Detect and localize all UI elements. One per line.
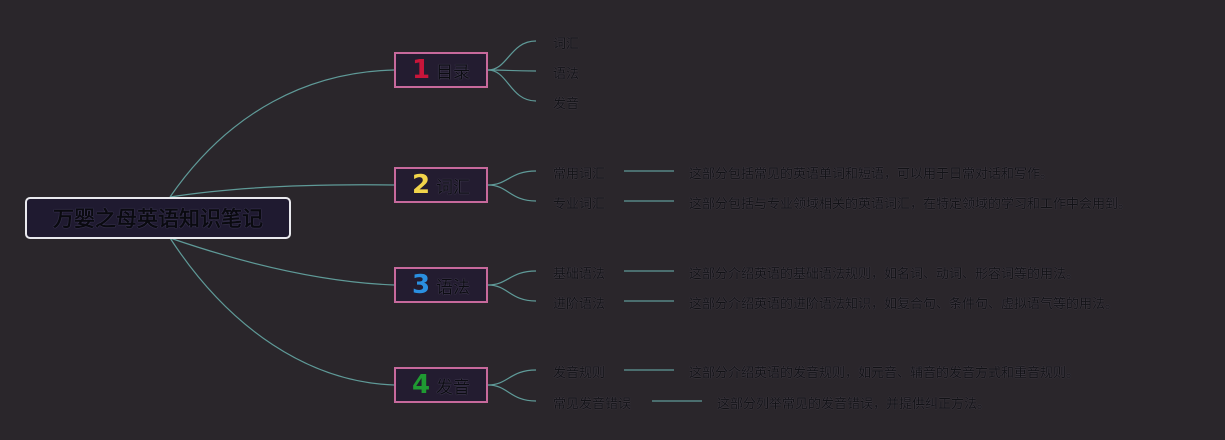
- connector-branch-leaf: [487, 184, 537, 202]
- connector-root-branch: [169, 237, 395, 386]
- leaf-node[interactable]: 基础语法: [553, 267, 606, 282]
- branch-node-pronunciation[interactable]: 4 发音: [394, 367, 488, 403]
- connector-root-branch: [169, 69, 395, 198]
- leaf-description[interactable]: 这部分包括常见的英语单词和短语，可以用于日常对话和写作。: [689, 167, 1054, 182]
- connector-branch-leaf: [487, 369, 537, 386]
- leaf-node[interactable]: 常见发音错误: [553, 397, 632, 412]
- connector-root-branch: [169, 237, 395, 286]
- leaf-description[interactable]: 这部分介绍英语的进阶语法知识，如复合句、条件句、虚拟语气等的用法。: [689, 297, 1119, 312]
- connector-root-branch: [169, 184, 395, 198]
- branch-node-contents[interactable]: 1 目录: [394, 52, 488, 88]
- branch-label: 语法: [436, 277, 471, 298]
- leaf-node[interactable]: 常用词汇: [553, 167, 606, 182]
- leaf-node[interactable]: 专业词汇: [553, 197, 606, 212]
- branch-label: 发音: [436, 377, 471, 398]
- connector-branch-leaf: [487, 384, 537, 402]
- connector-branch-leaf: [487, 69, 537, 72]
- leaf-description[interactable]: 这部分列举常见的发音错误，并提供纠正方法。: [717, 397, 991, 412]
- leaf-description[interactable]: 这部分介绍英语的基础语法规则，如名词、动词、形容词等的用法。: [689, 267, 1080, 282]
- branch-node-vocabulary[interactable]: 2 词汇: [394, 167, 488, 203]
- branch-number: 1: [411, 55, 431, 85]
- connector-branch-leaf: [487, 284, 537, 302]
- root-node[interactable]: 万婴之母英语知识笔记: [25, 197, 291, 239]
- connector-branch-leaf: [487, 69, 537, 102]
- root-title: 万婴之母英语知识笔记: [53, 207, 263, 231]
- leaf-node[interactable]: 发音: [553, 97, 580, 112]
- leaf-node[interactable]: 词汇: [553, 37, 580, 52]
- branch-number: 2: [411, 170, 431, 200]
- branch-node-grammar[interactable]: 3 语法: [394, 267, 488, 303]
- leaf-node[interactable]: 发音规则: [553, 366, 606, 381]
- leaf-description[interactable]: 这部分介绍英语的发音规则，如元音、辅音的发音方式和重音规则。: [689, 366, 1080, 381]
- branch-number: 4: [411, 370, 431, 400]
- branch-label: 目录: [436, 62, 471, 83]
- connector-branch-leaf: [487, 170, 537, 186]
- branch-number: 3: [411, 270, 431, 300]
- leaf-description[interactable]: 这部分包括与专业领域相关的英语词汇，在特定领域的学习和工作中会用到。: [689, 197, 1132, 212]
- connector-branch-leaf: [487, 270, 537, 286]
- connector-branch-leaf: [487, 40, 537, 71]
- branch-label: 词汇: [436, 177, 471, 198]
- leaf-node[interactable]: 语法: [553, 67, 580, 82]
- leaf-node[interactable]: 进阶语法: [553, 297, 606, 312]
